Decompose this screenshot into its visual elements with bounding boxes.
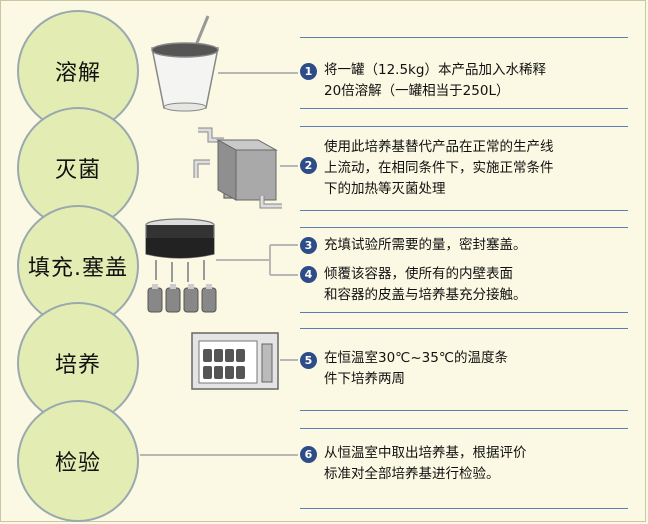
step-description: 倾覆该容器，使所有的内壁表面 和容器的皮盖与培养基充分接触。 [324,266,527,303]
step-divider [300,210,628,211]
stage-label: 填充.塞盖 [28,256,128,281]
step-divider [300,328,628,329]
step-divider [300,227,628,228]
bucket-icon [151,15,219,112]
step-divider [300,428,628,429]
heat-exchanger-icon [193,127,282,209]
stage-circle-inspect: 检验 [17,400,139,522]
connectors [140,72,298,456]
step-number-badge: 1 [300,63,317,80]
step-number-badge: 2 [300,157,317,174]
stage-label: 检验 [54,451,101,476]
step-description: 充填试验所需要的量，密封塞盖。 [324,237,527,253]
step-divider [300,108,628,109]
step-description: 使用此培养基替代产品在正常的生产线 上流动，在相同条件下，实施正常条件 下的加热… [324,139,554,197]
step-description: 将一罐（12.5kg）本产品加入水稀释 20倍溶解（一罐相当于250L） [324,62,546,99]
filling-tank-icon [145,218,217,313]
stage-label: 溶解 [54,61,101,86]
step-number-badge: 6 [300,446,317,463]
step-divider [300,37,628,38]
step-number-badge: 3 [300,237,317,254]
step-divider [300,312,628,313]
step-number-badge: 5 [300,352,317,369]
stage-label: 灭菌 [54,158,101,183]
step-number-badge: 4 [300,266,317,283]
step-description: 在恒温室30℃~35℃的温度条 件下培养两周 [324,350,508,387]
step-description: 从恒温室中取出培养基，根据评价 标准对全部培养基进行检验。 [324,445,527,482]
stage-label: 培养 [54,353,101,378]
step-divider [300,126,628,127]
step-divider [300,410,628,411]
incubator-icon [191,332,279,390]
step-divider [300,508,628,509]
